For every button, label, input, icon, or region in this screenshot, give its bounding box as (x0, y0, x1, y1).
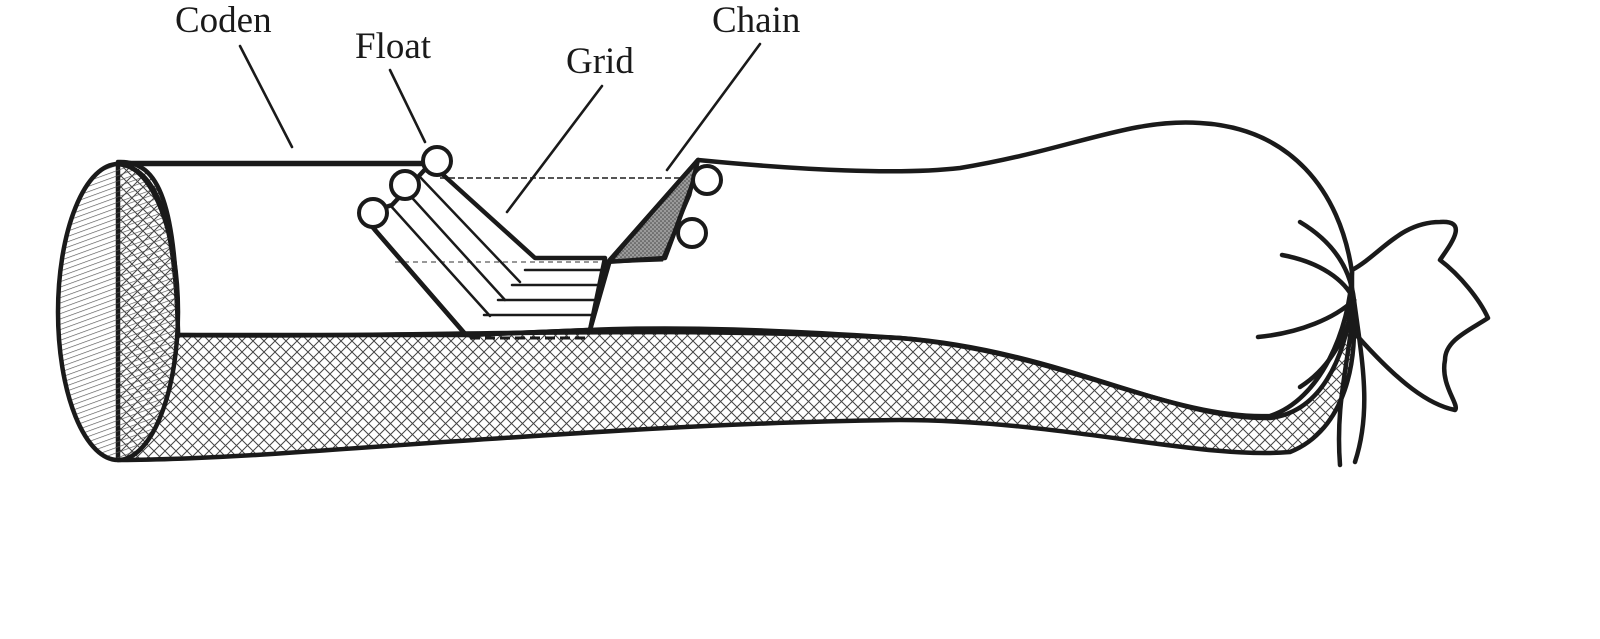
tie-ropes (1255, 219, 1367, 468)
float-leader-line (388, 68, 427, 144)
float-ball-4 (691, 164, 723, 196)
cod-end-tail (1349, 219, 1491, 413)
label-chain: Chain (712, 0, 800, 41)
float-ball-2 (389, 169, 421, 201)
float-ball-5 (676, 217, 708, 249)
float-ball-3 (357, 197, 389, 229)
net-lower-body (115, 159, 1357, 463)
chain-leader-line (665, 42, 762, 172)
floats (357, 145, 723, 249)
label-grid: Grid (566, 41, 634, 82)
label-float: Float (355, 26, 432, 67)
net-mouth-opening (55, 161, 181, 463)
coden-leader-line (238, 44, 294, 149)
label-coden: Coden (175, 0, 272, 41)
grid-leader-line (505, 84, 604, 214)
float-ball-1 (421, 145, 453, 177)
